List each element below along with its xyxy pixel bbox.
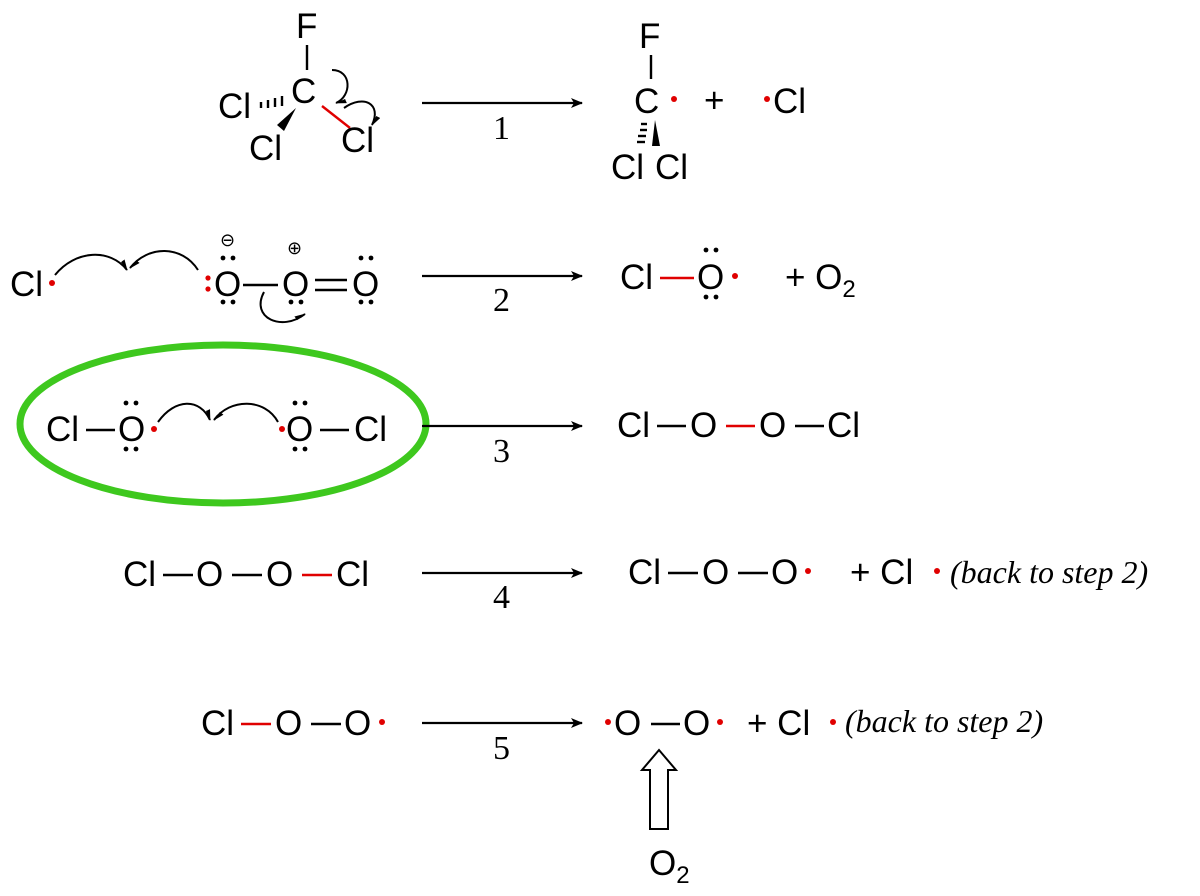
reaction-arrow-4: 4: [422, 568, 583, 616]
radical-dot: [717, 719, 723, 725]
fluorine-atom: F: [639, 17, 660, 56]
step-label-5: 5: [493, 730, 510, 767]
step-3-product-cl2o2: Cl O O Cl: [617, 406, 860, 445]
chlorine-atom: Cl: [617, 406, 650, 445]
oxygen-atom: O: [344, 704, 371, 743]
oxygen-atom: O: [702, 553, 729, 592]
chlorine-atom: Cl: [201, 704, 234, 743]
fishhook-arrow: [129, 250, 199, 271]
oxygen-atom: O: [196, 555, 223, 594]
reaction-arrow-2: 2: [422, 271, 583, 319]
step-4-products: Cl O O + Cl (back to step 2): [628, 553, 1148, 592]
plus-sign: +: [704, 81, 724, 120]
plus-o2-label: + O2: [785, 258, 856, 303]
carbon-atom: C: [291, 72, 316, 111]
step-label-1: 1: [493, 110, 510, 147]
chlorine-atom: Cl: [611, 148, 644, 187]
radical-dot: [205, 286, 211, 292]
fluorine-atom: F: [296, 7, 317, 46]
hashed-wedge-bond: [259, 96, 284, 108]
fishhook-arrow-to-carbon: [331, 69, 349, 104]
step-2-products: Cl O + O2: [620, 247, 856, 303]
chlorine-atom: Cl: [655, 148, 688, 187]
oxygen-atom: O: [118, 410, 145, 449]
fishhook-arrow: [54, 253, 128, 276]
oxygen-atom: O: [214, 265, 241, 304]
reaction-arrow-3: 3: [422, 421, 583, 470]
negative-charge-icon: ⊖: [220, 230, 235, 250]
fishhook-arrow: [157, 402, 211, 423]
carbon-atom: C: [634, 82, 659, 121]
chlorine-atom: Cl: [827, 406, 860, 445]
radical-dot: [934, 568, 940, 574]
oxygen-atom: O: [683, 704, 710, 743]
chlorine-radical: Cl: [773, 82, 806, 121]
breaking-c-cl-bond: [321, 105, 351, 129]
oxygen-atom: O: [282, 265, 309, 304]
chlorine-atom: Cl: [628, 553, 661, 592]
oxygen-atom: O: [771, 553, 798, 592]
chlorine-atom-wedge: Cl: [249, 129, 282, 168]
oxygen-atom: O: [697, 258, 724, 297]
step-5-reactant-cloo: Cl O O: [201, 704, 385, 743]
oxygen-atom: O: [286, 410, 313, 449]
step-1-products: F C Cl Cl + Cl: [611, 17, 806, 187]
chlorine-atom-leaving: Cl: [341, 121, 374, 160]
chlorine-atom: Cl: [620, 258, 653, 297]
fishhook-arrow: [213, 402, 279, 423]
radical-dot: [379, 719, 385, 725]
chlorine-atom: Cl: [123, 555, 156, 594]
step-label-3: 3: [493, 433, 510, 470]
step-label-2: 2: [493, 282, 510, 319]
back-to-step-2-note: (back to step 2): [950, 554, 1148, 590]
plus-chlorine-radical: + Cl: [747, 704, 810, 743]
curved-electron-arrow: [259, 291, 306, 324]
chlorine-atom: Cl: [46, 410, 79, 449]
highlight-ellipse: [16, 341, 430, 507]
step-5-products: O O + Cl (back to step 2): [605, 703, 1043, 743]
radical-dot: [764, 96, 770, 102]
radical-dot: [671, 96, 677, 102]
radical-dot: [151, 426, 157, 432]
step-1-reactant-cfcl3: F C Cl Cl Cl: [218, 7, 381, 168]
chlorine-atom: Cl: [354, 410, 387, 449]
radical-dot: [279, 426, 285, 432]
chlorine-atom-hashed: Cl: [218, 87, 251, 126]
radical-dot: [732, 273, 738, 279]
solid-wedge-bond: [277, 108, 296, 131]
plus-chlorine-radical: + Cl: [850, 553, 913, 592]
hashed-wedge-bond: [637, 122, 647, 144]
radical-dot: [805, 568, 811, 574]
reaction-arrow-5: 5: [422, 718, 583, 767]
fishhook-arrow-to-chlorine: [343, 100, 381, 126]
o2-product-label: O2: [649, 844, 690, 889]
oxygen-atom: O: [690, 406, 717, 445]
oxygen-atom: O: [275, 704, 302, 743]
reaction-arrow-1: 1: [422, 98, 583, 147]
chlorine-atom: Cl: [336, 555, 369, 594]
oxygen-atom: O: [352, 265, 379, 304]
radical-dot: [605, 719, 611, 725]
radical-dot: [205, 275, 211, 281]
oxygen-atom: O: [266, 555, 293, 594]
step-3-reactants: Cl O O Cl: [46, 400, 387, 452]
oxygen-atom: O: [759, 406, 786, 445]
hollow-up-arrow-icon: [639, 748, 679, 830]
step-label-4: 4: [493, 579, 510, 616]
back-to-step-2-note: (back to step 2): [845, 703, 1043, 739]
step-2-reactants: Cl ⊖ O ⊕ O O: [10, 230, 379, 324]
chlorine-radical: Cl: [10, 265, 43, 304]
radical-dot: [830, 719, 836, 725]
positive-charge-icon: ⊕: [287, 238, 302, 258]
radical-dot: [49, 280, 55, 286]
step-4-reactant-cl2o2: Cl O O Cl: [123, 555, 369, 594]
solid-wedge-bond: [652, 120, 660, 146]
oxygen-atom: O: [614, 704, 641, 743]
